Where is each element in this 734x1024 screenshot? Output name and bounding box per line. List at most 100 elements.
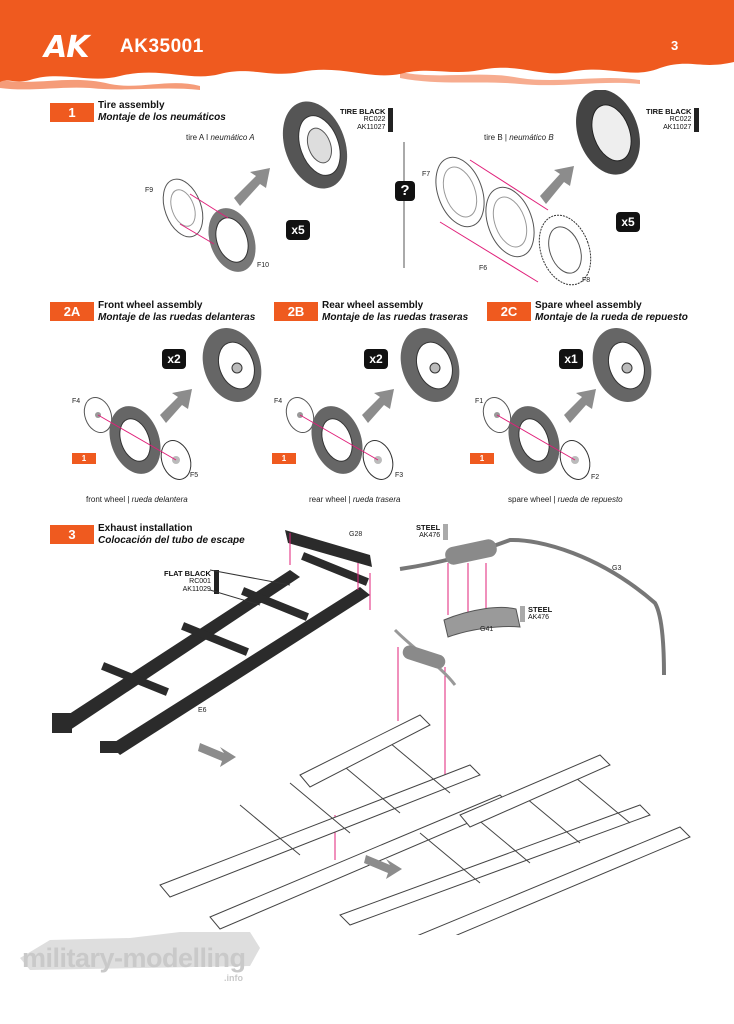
part-label-f9: F9 — [145, 187, 154, 194]
step-2a-title-es: Montaje de las ruedas delanteras — [98, 312, 256, 323]
part-f6 — [485, 186, 535, 258]
quantity-badge-b: x5 — [616, 212, 640, 232]
tire-a-caption: tire A I neumático A — [186, 133, 255, 142]
part-label-f6: F6 — [479, 265, 488, 272]
step-3-illustration — [52, 530, 691, 935]
assembly-arrow — [234, 168, 270, 206]
ak-logo: AK — [44, 30, 89, 65]
paint-tire-black-b: TIRE BLACK RC022 AK11027 — [646, 107, 700, 132]
quantity-badge-2b: x2 — [364, 349, 388, 369]
paint-name: STEEL — [416, 523, 441, 532]
paint-steel-muffler: STEEL AK476 — [416, 523, 449, 540]
tire-a-label-es: neumático A — [210, 133, 255, 142]
step-1-title: Tire assembly Montaje de los neumáticos — [98, 100, 226, 124]
part-label-f1: F1 — [475, 398, 484, 405]
quantity-badge-a: x5 — [286, 220, 310, 240]
step-ref-badge-2c: 1 — [470, 453, 494, 464]
caption-es: rueda trasera — [352, 495, 401, 504]
paint-code: RC022 — [669, 116, 692, 123]
part-label-f7: F7 — [422, 171, 431, 178]
chassis-frame-outline-2 — [339, 754, 691, 935]
caption-es: rueda de repuesto — [557, 495, 623, 504]
product-code: AK35001 — [120, 36, 204, 57]
paint-name: TIRE BLACK — [340, 107, 386, 116]
paint-tire-black-a: TIRE BLACK RC022 AK11027 — [340, 107, 394, 132]
tank-watermark-graphic — [20, 932, 260, 970]
paint-code: AK476 — [419, 532, 441, 539]
tire-b-caption: tire B | neumático B — [484, 133, 554, 142]
assembly-arrow — [564, 389, 596, 423]
step-2a-title-en: Front wheel assembly — [98, 300, 203, 311]
part-label-f4b: F4 — [274, 398, 283, 405]
paint-code: RC001 — [189, 578, 211, 585]
paint-name: TIRE BLACK — [646, 107, 692, 116]
chassis-frame-outline-1 — [159, 714, 511, 930]
step-1-title-es: Montaje de los neumáticos — [98, 112, 226, 123]
paint-code: AK11027 — [663, 124, 692, 131]
page-number: 3 — [671, 38, 679, 53]
next-step-arrow — [364, 855, 402, 879]
tire-2a — [109, 406, 161, 474]
tire-a-finished — [282, 101, 348, 189]
part-f8 — [538, 214, 592, 286]
caption-en: front wheel — [86, 495, 126, 504]
part-label-f5: F5 — [190, 472, 199, 479]
step-2b-title-en: Rear wheel assembly — [322, 300, 424, 311]
paint-steel-shield: STEEL AK476 — [520, 606, 552, 622]
part-f10 — [208, 208, 256, 272]
tire-b-label-es: neumático B — [509, 133, 554, 142]
part-f7 — [435, 156, 485, 228]
paint-flat-black: FLAT BLACK RC001 AK11029 — [164, 570, 219, 594]
part-label-e6: E6 — [198, 707, 207, 714]
question-icon: ? — [395, 181, 415, 201]
step-3-title-en: Exhaust installation — [98, 523, 193, 534]
next-step-arrow — [198, 743, 236, 767]
paint-code: RC022 — [363, 116, 386, 123]
part-label-f8: F8 — [582, 277, 591, 284]
chassis-frame-black — [52, 530, 372, 755]
part-label-g28: G28 — [349, 531, 363, 538]
step-2c-title-es: Montaje de la rueda de repuesto — [535, 312, 688, 323]
paint-code: AK11027 — [357, 124, 386, 131]
part-label-g3: G3 — [612, 565, 622, 572]
wheel-2b-finished — [400, 328, 460, 402]
quantity-badge-2c: x1 — [559, 349, 583, 369]
paint-code: AK476 — [528, 614, 550, 621]
exhaust-pipe-g3 — [399, 537, 666, 676]
header-brush-band — [0, 0, 734, 90]
tire-a-separator: I — [203, 133, 211, 142]
step-ref-badge-2b: 1 — [272, 453, 296, 464]
exhaust-assembly-middle — [393, 628, 457, 686]
step-1-illustration — [162, 90, 640, 286]
step-2a-badge: 2A — [50, 302, 94, 321]
step-2c-badge: 2C — [487, 302, 531, 321]
watermark-suffix: .info — [224, 973, 243, 983]
part-f9 — [162, 178, 204, 238]
step-3-title-es: Colocación del tubo de escape — [98, 535, 245, 546]
step-2b-badge: 2B — [274, 302, 318, 321]
step-2c-title-en: Spare wheel assembly — [535, 300, 642, 311]
part-label-f3: F3 — [395, 472, 404, 479]
watermark-text: military-modelling — [22, 943, 246, 973]
tire-b-finished — [576, 90, 640, 175]
step-3-badge: 3 — [50, 525, 94, 544]
quantity-badge-2a: x2 — [162, 349, 186, 369]
caption-en: spare wheel — [508, 495, 552, 504]
part-label-f4: F4 — [72, 398, 81, 405]
caption-es: rueda delantera — [131, 495, 188, 504]
tire-b-separator: | — [502, 133, 510, 142]
tire-2b — [311, 406, 363, 474]
step-1-title-en: Tire assembly — [98, 100, 165, 111]
step-3-title: Exhaust installation Colocación del tubo… — [98, 523, 245, 547]
part-label-g41: G41 — [480, 626, 494, 633]
tire-a-label: tire A — [186, 133, 204, 142]
step-2a-title: Front wheel assembly Montaje de las rued… — [98, 300, 255, 324]
part-label-f2: F2 — [591, 474, 600, 481]
step-1-badge: 1 — [50, 103, 94, 122]
assembly-arrow — [362, 389, 394, 423]
wheel-2a-finished — [202, 328, 262, 402]
assembly-arrow — [540, 166, 574, 204]
heat-shield-g41 — [443, 607, 521, 638]
step-2c-title: Spare wheel assembly Montaje de la rueda… — [535, 300, 688, 324]
step-ref-badge-2a: 1 — [72, 453, 96, 464]
